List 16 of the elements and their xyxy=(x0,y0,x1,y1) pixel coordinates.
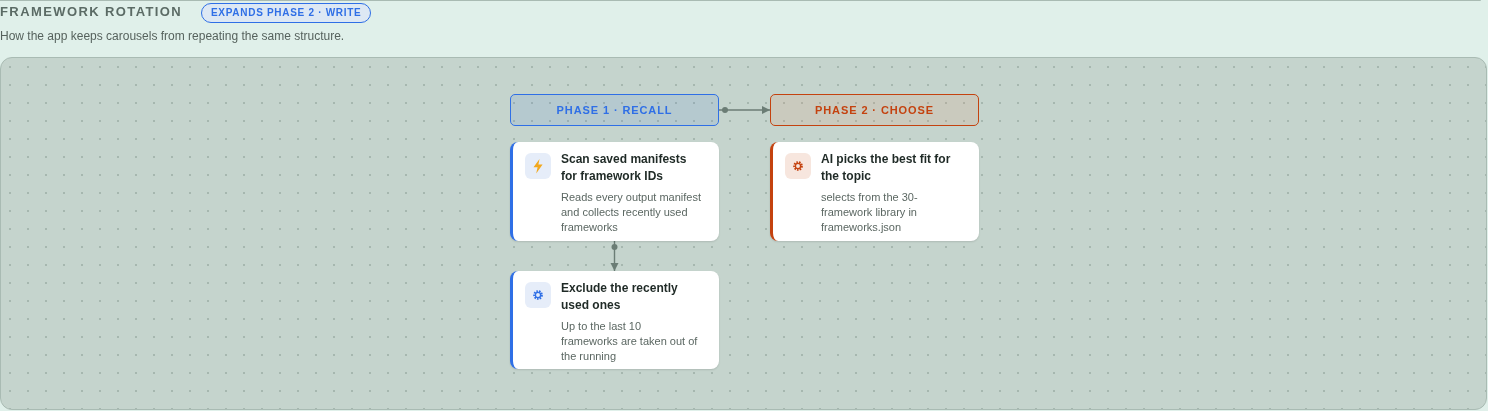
tag-pill: EXPANDS PHASE 2 · WRITE xyxy=(201,3,372,23)
card-description: Up to the last 10 frameworks are taken out of the running xyxy=(561,319,699,364)
step-card xyxy=(510,271,719,369)
diagram-subtitle: How the app keeps carousels from repeating the same structure. xyxy=(0,28,345,44)
card-description: Reads every output manifest and collects recently used frameworks xyxy=(561,190,703,235)
phase-header: PHASE 2 · CHOOSE xyxy=(770,94,979,126)
card-title: AI picks the best fit for the topic xyxy=(821,151,952,185)
card-description: selects from the 30-framework library in frameworks.json xyxy=(821,190,919,235)
card-title: Exclude the recently used ones xyxy=(561,280,679,314)
step-card xyxy=(510,142,719,241)
diagram-title: FRAMEWORK ROTATION xyxy=(0,4,183,20)
phase-header: PHASE 1 · RECALL xyxy=(510,94,719,126)
connector-arrow xyxy=(718,106,771,114)
step-card xyxy=(770,142,979,241)
card-title: Scan saved manifests for framework IDs xyxy=(561,151,688,185)
connector-arrow xyxy=(610,240,619,272)
